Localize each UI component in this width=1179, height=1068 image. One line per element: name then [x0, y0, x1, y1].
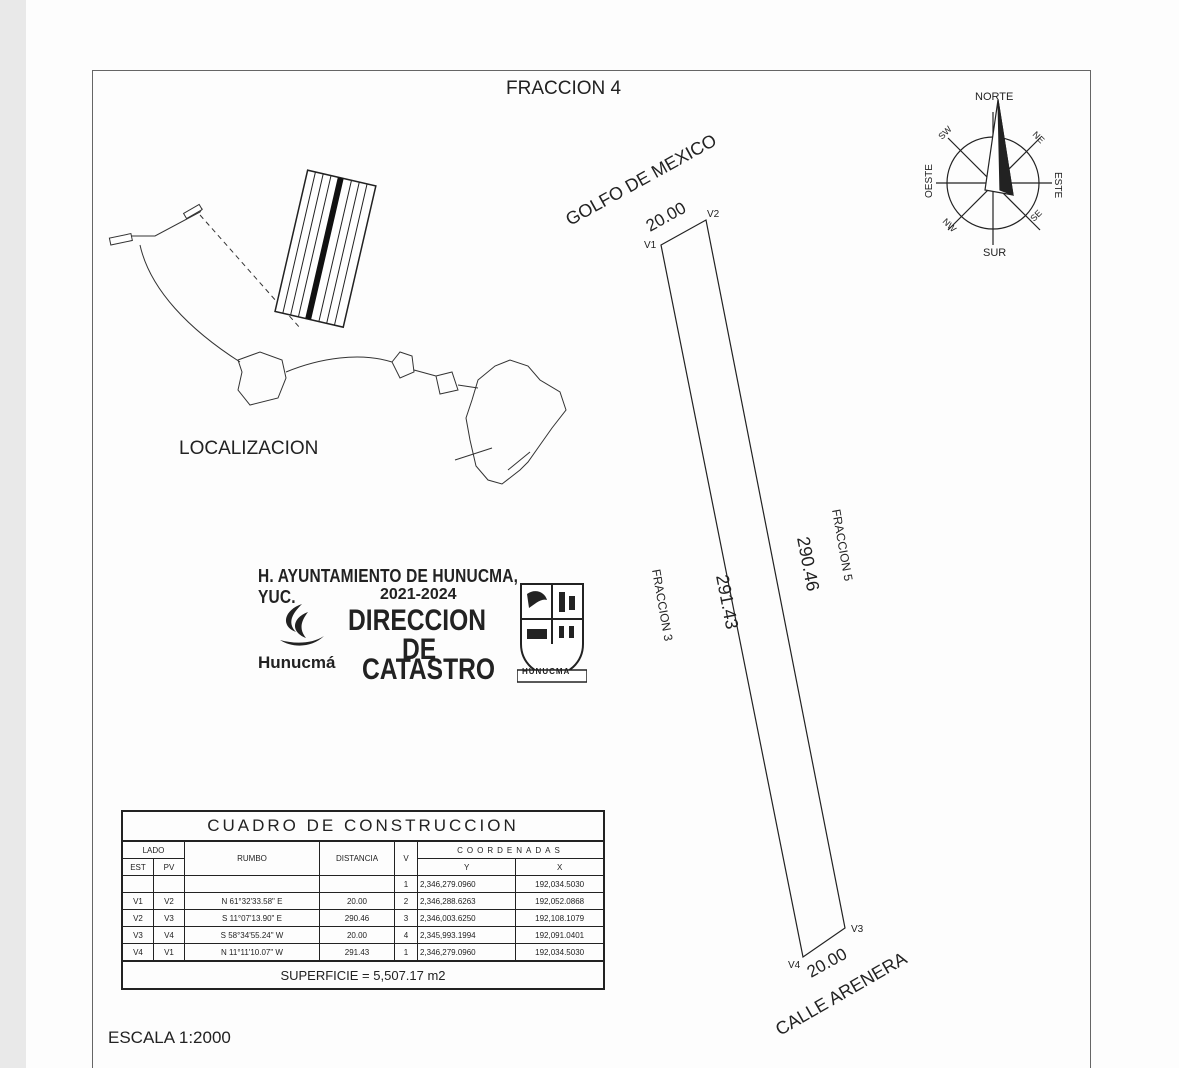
- plan-title: FRACCION 4: [506, 78, 622, 99]
- header-coordenadas: COORDENADAS: [417, 840, 605, 859]
- cell-pv: [153, 875, 185, 893]
- cell-y: 2,346,003.6250: [416, 909, 517, 927]
- vertex-v3: V3: [851, 924, 864, 935]
- cell-rumbo: N 61°32'33.58" E: [184, 892, 320, 910]
- right-neighbor-label: FRACCION 5: [829, 508, 855, 582]
- header-distancia: DISTANCIA: [319, 840, 395, 876]
- stamp-big1: DIRECCION: [348, 604, 487, 637]
- location-sketch: [108, 203, 567, 485]
- compass-sw: NW: [941, 216, 959, 234]
- table-row: 1 2,346,279.0960 192,034.5030: [121, 875, 605, 893]
- cell-distancia: 20.00: [319, 892, 395, 910]
- scale-label: ESCALA 1:2000: [108, 1028, 231, 1047]
- header-x: X: [515, 858, 605, 876]
- vertex-v4: V4: [788, 960, 801, 971]
- table-row: V4 V1 N 11°11'10.07" W 291.43 1 2,346,27…: [121, 943, 605, 962]
- left-neighbor-label: FRACCION 3: [649, 568, 675, 642]
- cell-distancia: 20.00: [319, 926, 395, 944]
- side-top-distance: 20.00: [643, 198, 689, 235]
- cell-v: 1: [394, 875, 418, 893]
- cell-est: V4: [121, 943, 154, 962]
- cell-v: 4: [394, 926, 418, 944]
- stamp-line2: 2021-2024: [380, 586, 457, 603]
- cell-pv: V1: [153, 943, 185, 962]
- stamp-brand: Hunucmá: [258, 653, 336, 672]
- table-title: CUADRO DE CONSTRUCCION: [121, 810, 605, 842]
- header-y: Y: [416, 858, 517, 876]
- crest-text: HUNUCMA: [522, 667, 571, 676]
- cell-pv: V3: [153, 909, 185, 927]
- cell-distancia: [319, 875, 395, 893]
- cell-pv: V4: [153, 926, 185, 944]
- table-row: V3 V4 S 58°34'55.24" W 20.00 4 2,345,993…: [121, 926, 605, 944]
- header-v: V: [394, 840, 418, 876]
- stamp-line1: H. AYUNTAMIENTO DE HUNUCMA, YUC.: [258, 566, 519, 607]
- cell-distancia: 290.46: [319, 909, 395, 927]
- cell-pv: V2: [153, 892, 185, 910]
- cell-y: 2,346,288.6263: [416, 892, 517, 910]
- cell-est: V3: [121, 926, 154, 944]
- table-row: V2 V3 S 11°07'13.90" E 290.46 3 2,346,00…: [121, 909, 605, 927]
- gulf-label: GOLFO DE MEXICO: [562, 130, 720, 229]
- side-left-distance: 291.43: [712, 573, 742, 631]
- compass-icon: [936, 99, 1052, 245]
- cell-v: 3: [394, 909, 418, 927]
- compass-north: NORTE: [975, 91, 1013, 103]
- header-rumbo: RUMBO: [184, 840, 320, 876]
- cell-x: 192,034.5030: [515, 943, 605, 962]
- cell-x: 192,052.0868: [515, 892, 605, 910]
- cell-est: [121, 875, 154, 893]
- surface-total: SUPERFICIE = 5,507.17 m2: [121, 960, 605, 990]
- compass-south: SUR: [983, 247, 1006, 259]
- location-label: LOCALIZACION: [179, 438, 319, 459]
- cell-y: 2,346,279.0960: [416, 943, 517, 962]
- table-row: V1 V2 N 61°32'33.58" E 20.00 2 2,346,288…: [121, 892, 605, 910]
- construction-table: CUADRO DE CONSTRUCCION LADO RUMBO DISTAN…: [121, 810, 605, 990]
- cell-x: 192,108.1079: [515, 909, 605, 927]
- cell-est: V1: [121, 892, 154, 910]
- cell-v: 2: [394, 892, 418, 910]
- plan-frame: [92, 70, 1091, 1068]
- compass-ne: NE: [1031, 129, 1047, 145]
- scan-edge: [0, 0, 26, 1068]
- header-est: EST: [121, 858, 154, 876]
- stamp-big3: CATASTRO: [362, 653, 496, 686]
- coat-of-arms-icon: [517, 583, 587, 683]
- parcel-polygon: [660, 219, 846, 959]
- compass-east: ESTE: [1052, 172, 1063, 198]
- side-right-distance: 290.46: [793, 535, 823, 593]
- cell-rumbo: N 11°11'10.07" W: [184, 943, 320, 962]
- official-stamp: H. AYUNTAMIENTO DE HUNUCMA, YUC. 2021-20…: [252, 560, 597, 690]
- side-bottom-distance: 20.00: [804, 944, 850, 981]
- cell-y: 2,345,993.1994: [416, 926, 517, 944]
- cell-y: 2,346,279.0960: [416, 875, 517, 893]
- cell-rumbo: S 11°07'13.90" E: [184, 909, 320, 927]
- cell-rumbo: [184, 875, 320, 893]
- cell-est: V2: [121, 909, 154, 927]
- cell-distancia: 291.43: [319, 943, 395, 962]
- vertex-v1: V1: [644, 240, 657, 251]
- header-lado: LADO: [121, 840, 185, 859]
- municipal-logo-icon: [280, 604, 324, 646]
- compass-west: OESTE: [924, 164, 935, 198]
- stamp-big2: DE: [402, 633, 437, 666]
- cell-x: 192,034.5030: [515, 875, 605, 893]
- cell-v: 1: [394, 943, 418, 962]
- vertex-v2: V2: [707, 209, 720, 220]
- header-pv: PV: [153, 858, 185, 876]
- cell-rumbo: S 58°34'55.24" W: [184, 926, 320, 944]
- compass-nw: SW: [936, 124, 954, 142]
- zoom-parcel-block: [274, 169, 377, 329]
- cell-x: 192,091.0401: [515, 926, 605, 944]
